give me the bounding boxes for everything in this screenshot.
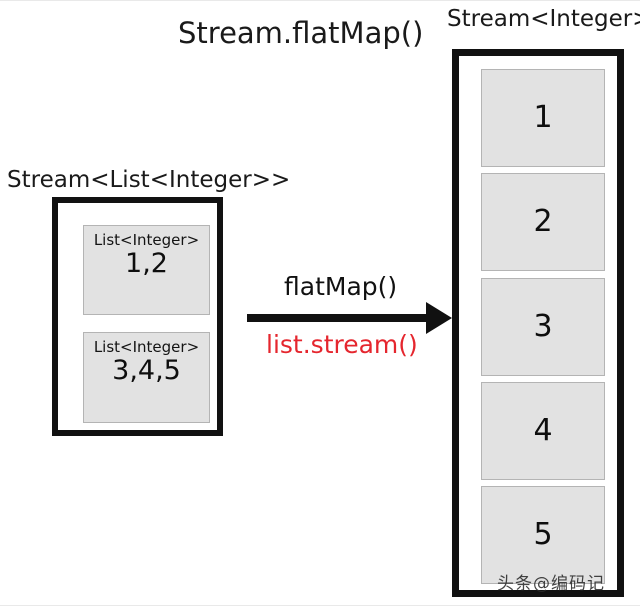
page-rule-bottom (0, 605, 640, 606)
watermark: 头条@编码记 (497, 574, 605, 594)
result-stream-container: 1 2 3 4 5 (452, 49, 624, 597)
right-arrow-icon (247, 314, 442, 322)
integer-value: 5 (533, 517, 553, 552)
transform-arrow-group: flatMap() list.stream() (246, 272, 452, 364)
integer-value: 4 (533, 413, 553, 448)
list-cell-type-label: List<Integer> (93, 338, 200, 356)
right-arrow-head-icon (426, 302, 452, 334)
list-cell-values: 1,2 (125, 248, 168, 279)
list-item: 1 (481, 69, 605, 167)
list-cell-type-label: List<Integer> (93, 231, 200, 249)
integer-value: 1 (533, 100, 553, 135)
source-stream-type-label: Stream<List<Integer>> (7, 167, 291, 193)
list-item: 4 (481, 382, 605, 480)
list-stream-label: list.stream() (266, 330, 418, 359)
flatmap-label: flatMap() (284, 272, 398, 301)
list-item: List<Integer> 3,4,5 (83, 332, 210, 423)
list-item: List<Integer> 1,2 (83, 225, 210, 315)
page-rule-top (0, 0, 640, 1)
integer-value: 3 (533, 309, 553, 344)
list-item: 5 (481, 486, 605, 584)
list-cell-values: 3,4,5 (112, 355, 181, 386)
page-title: Stream.flatMap() (178, 16, 424, 50)
list-item: 3 (481, 278, 605, 376)
result-stream-type-label: Stream<Integer> (447, 6, 640, 32)
source-stream-container: List<Integer> 1,2 List<Integer> 3,4,5 (52, 197, 223, 436)
list-item: 2 (481, 173, 605, 271)
integer-value: 2 (533, 204, 553, 239)
